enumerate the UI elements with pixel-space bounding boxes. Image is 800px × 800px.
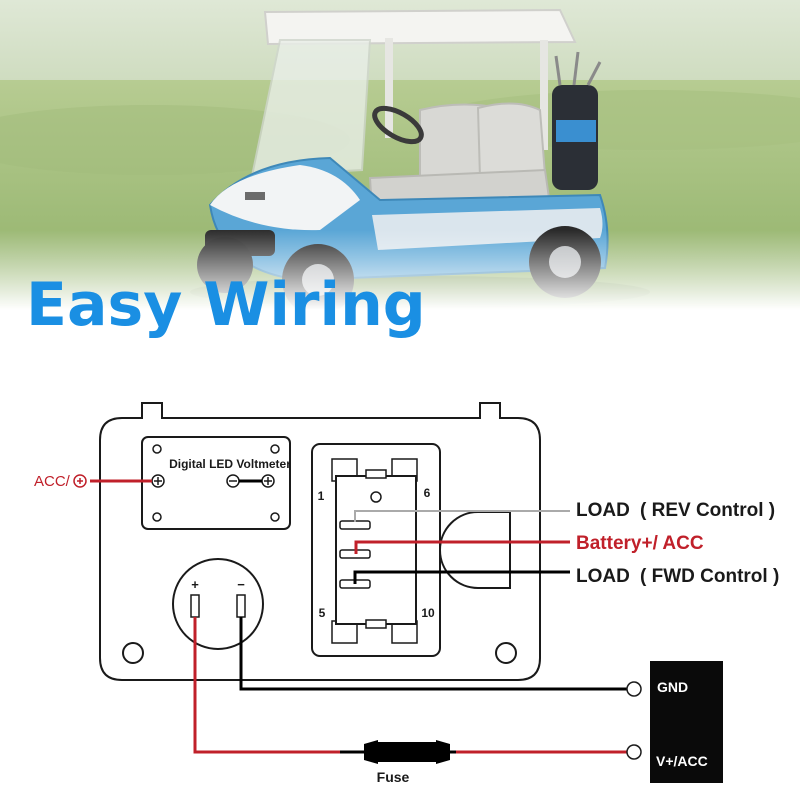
gnd-terminal (626, 681, 642, 697)
voltmeter-box (141, 436, 291, 530)
pin-6-label: 6 (424, 486, 431, 500)
output-load-fwd-control: ( FWD Control ) (640, 566, 779, 587)
output-load-fwd: LOAD (576, 566, 630, 587)
round-opening (439, 511, 511, 589)
vacc-terminal (626, 744, 642, 760)
power-socket (172, 558, 264, 650)
gnd-label: GND (657, 679, 688, 695)
socket-minus-pin (236, 594, 246, 618)
pin-1-label: 1 (318, 489, 325, 503)
pin-5-label: 5 (319, 606, 326, 620)
pin-10-label: 10 (421, 606, 435, 620)
socket-plus-pin (190, 594, 200, 618)
screw-hole-left (122, 642, 144, 664)
golf-cart-photo (0, 0, 800, 310)
vacc-label: V+/ACC (656, 753, 708, 769)
power-source-block (650, 661, 723, 783)
headline: Easy Wiring (26, 270, 426, 340)
fuse-label: Fuse (377, 769, 410, 785)
voltmeter-label: Digital LED Voltmeter (169, 457, 291, 471)
positive-wire-left (193, 617, 340, 754)
load-fwd-wire (353, 570, 570, 584)
output-battery-acc: Battery+/ ACC (576, 533, 704, 554)
socket-minus-symbol: − (237, 577, 245, 592)
output-load-rev: LOAD (576, 500, 630, 521)
acc-input-label: ACC/ (34, 473, 71, 490)
fuse (340, 740, 456, 764)
battery-acc-wire (354, 540, 570, 554)
ground-wire (239, 617, 628, 691)
load-rev-wire (354, 510, 570, 522)
switch-indicator (370, 491, 382, 503)
panel-outline (99, 402, 541, 681)
output-load-rev-control: ( REV Control ) (640, 500, 775, 521)
screw-hole-right (495, 642, 517, 664)
acc-plus-symbol (73, 474, 87, 488)
socket-plus-symbol: + (191, 577, 199, 592)
